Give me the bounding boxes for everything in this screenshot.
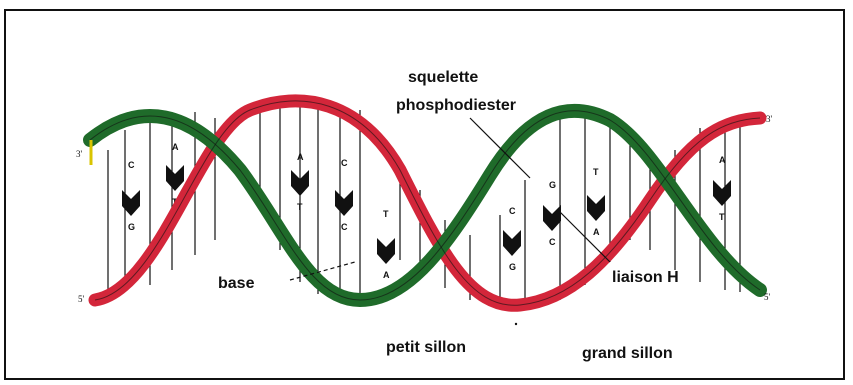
end-label-bottom-left: 5': [78, 294, 85, 304]
base-letter-bottom: T: [297, 202, 303, 212]
base-letter-top: A: [297, 152, 304, 162]
backbone-label-line2: phosphodiester: [396, 97, 516, 114]
base-letter-top: C: [509, 206, 516, 216]
base-letter-bottom: C: [341, 222, 348, 232]
base-letter-bottom: C: [549, 237, 556, 247]
base-letter-bottom: A: [383, 270, 390, 280]
base-letter-top: T: [383, 209, 389, 219]
base-pair-tab: [335, 190, 353, 216]
base-letter-top: C: [341, 158, 348, 168]
base-pair: GC: [543, 180, 561, 247]
base-letter-bottom: G: [509, 262, 516, 272]
base-letter-bottom: T: [719, 212, 725, 222]
base-pair-tab: [503, 230, 521, 256]
h-bond-label: liaison H: [612, 269, 679, 286]
major-groove-label: grand sillon: [582, 345, 673, 362]
end-label-bottom-right: 5': [764, 292, 771, 302]
base-pair: TA: [377, 209, 395, 280]
base-letter-top: T: [593, 167, 599, 177]
base-letter-bottom: A: [593, 227, 600, 237]
base-pair: CC: [335, 158, 353, 232]
minor-groove-label: petit sillon: [386, 339, 466, 356]
backbone-label-line1: squelette: [408, 69, 478, 86]
end-label-top-right: 3': [766, 114, 773, 124]
base-pair-tab: [713, 180, 731, 206]
base-pair-tab: [543, 205, 561, 231]
base-pair: AT: [291, 152, 309, 212]
base-letter-bottom: G: [128, 222, 135, 232]
base-pair-tab: [587, 195, 605, 221]
base-letter-top: A: [719, 155, 726, 165]
base-letter-top: A: [172, 142, 179, 152]
base-pair: TA: [587, 167, 605, 237]
base-pair-tab: [166, 165, 184, 191]
minor-groove-dot: [515, 323, 517, 325]
end-label-top-left: 3': [76, 149, 83, 159]
base-label: base: [218, 275, 255, 292]
base-letter-top: C: [128, 160, 135, 170]
base-pair: AT: [713, 155, 731, 222]
base-pair: CG: [503, 206, 521, 272]
base-pair-tab: [377, 238, 395, 264]
base-letter-top: G: [549, 180, 556, 190]
